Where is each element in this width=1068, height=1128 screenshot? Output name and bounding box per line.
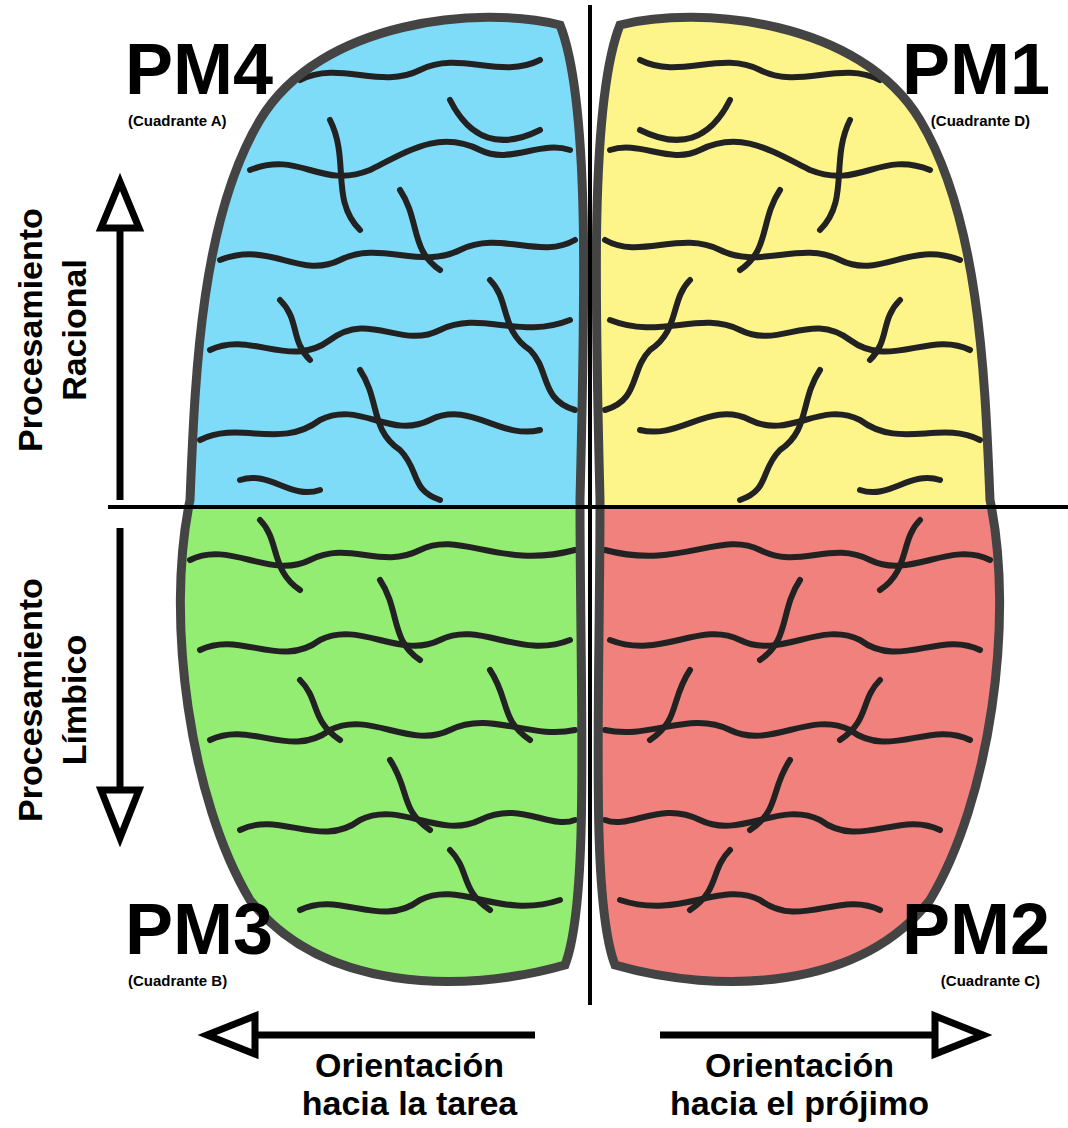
axis-label: Procesamiento Límbico (8, 540, 96, 860)
quadrant-code: PM2 (902, 888, 1050, 971)
quadrant-code: PM4 (125, 28, 273, 111)
quadrant-letter: (Cuadrante A) (128, 112, 227, 129)
axis-label: Orientación hacia la tarea (272, 1046, 547, 1122)
axis-label: Procesamiento Racional (8, 170, 96, 490)
quadrant-code: PM3 (125, 888, 273, 971)
quadrant-letter: (Cuadrante D) (931, 112, 1030, 129)
quadrant-code: PM1 (902, 28, 1050, 111)
axis-label: Orientación hacia el prójimo (662, 1046, 937, 1122)
quadrant-letter: (Cuadrante B) (128, 972, 227, 989)
quadrant-letter: (Cuadrante C) (941, 972, 1040, 989)
